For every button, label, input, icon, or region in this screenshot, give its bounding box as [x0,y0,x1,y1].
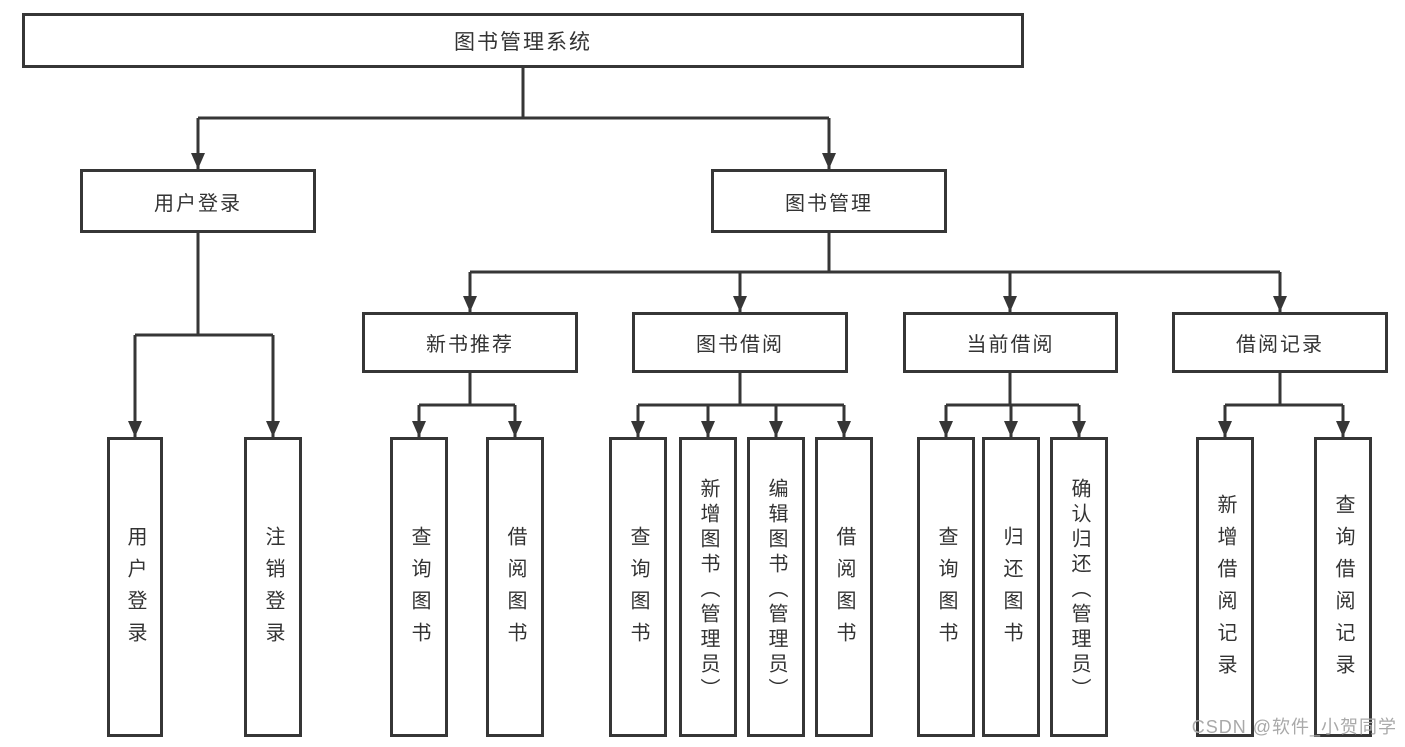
node-query-books-recommend: 查询图书 [390,437,448,737]
node-query-books-borrowing: 查询图书 [609,437,667,737]
node-book-management: 图书管理 [711,169,947,233]
node-new-book-recommendation: 新书推荐 [362,312,578,373]
node-logout-action: 注销登录 [244,437,302,737]
connector-root [198,68,829,120]
node-add-books-admin: 新增图书（管理员） [679,437,737,737]
node-borrow-books-recommend: 借阅图书 [486,437,544,737]
node-return-books: 归还图书 [982,437,1040,737]
connector-current-borrowing [946,373,1079,407]
node-edit-books-admin: 编辑图书（管理员） [747,437,805,737]
node-add-borrow-record: 新增借阅记录 [1196,437,1254,737]
node-query-books-current: 查询图书 [917,437,975,737]
node-borrow-books: 借阅图书 [815,437,873,737]
node-borrowing-records: 借阅记录 [1172,312,1388,373]
connector-new-book-recommendation [419,373,515,407]
node-confirm-return-admin: 确认归还（管理员） [1050,437,1108,737]
connector-user-login [135,233,273,337]
csdn-watermark: CSDN @软件_小贺同学 [1191,717,1397,737]
node-current-borrowing: 当前借阅 [903,312,1118,373]
node-library-system: 图书管理系统 [22,13,1024,68]
node-user-login: 用户登录 [80,169,316,233]
connector-book-management [470,233,1280,274]
connector-book-borrowing [638,373,844,407]
node-query-borrow-record: 查询借阅记录 [1314,437,1372,737]
node-book-borrowing: 图书借阅 [632,312,848,373]
connector-borrowing-records [1225,373,1343,407]
node-user-login-action: 用户登录 [107,437,163,737]
